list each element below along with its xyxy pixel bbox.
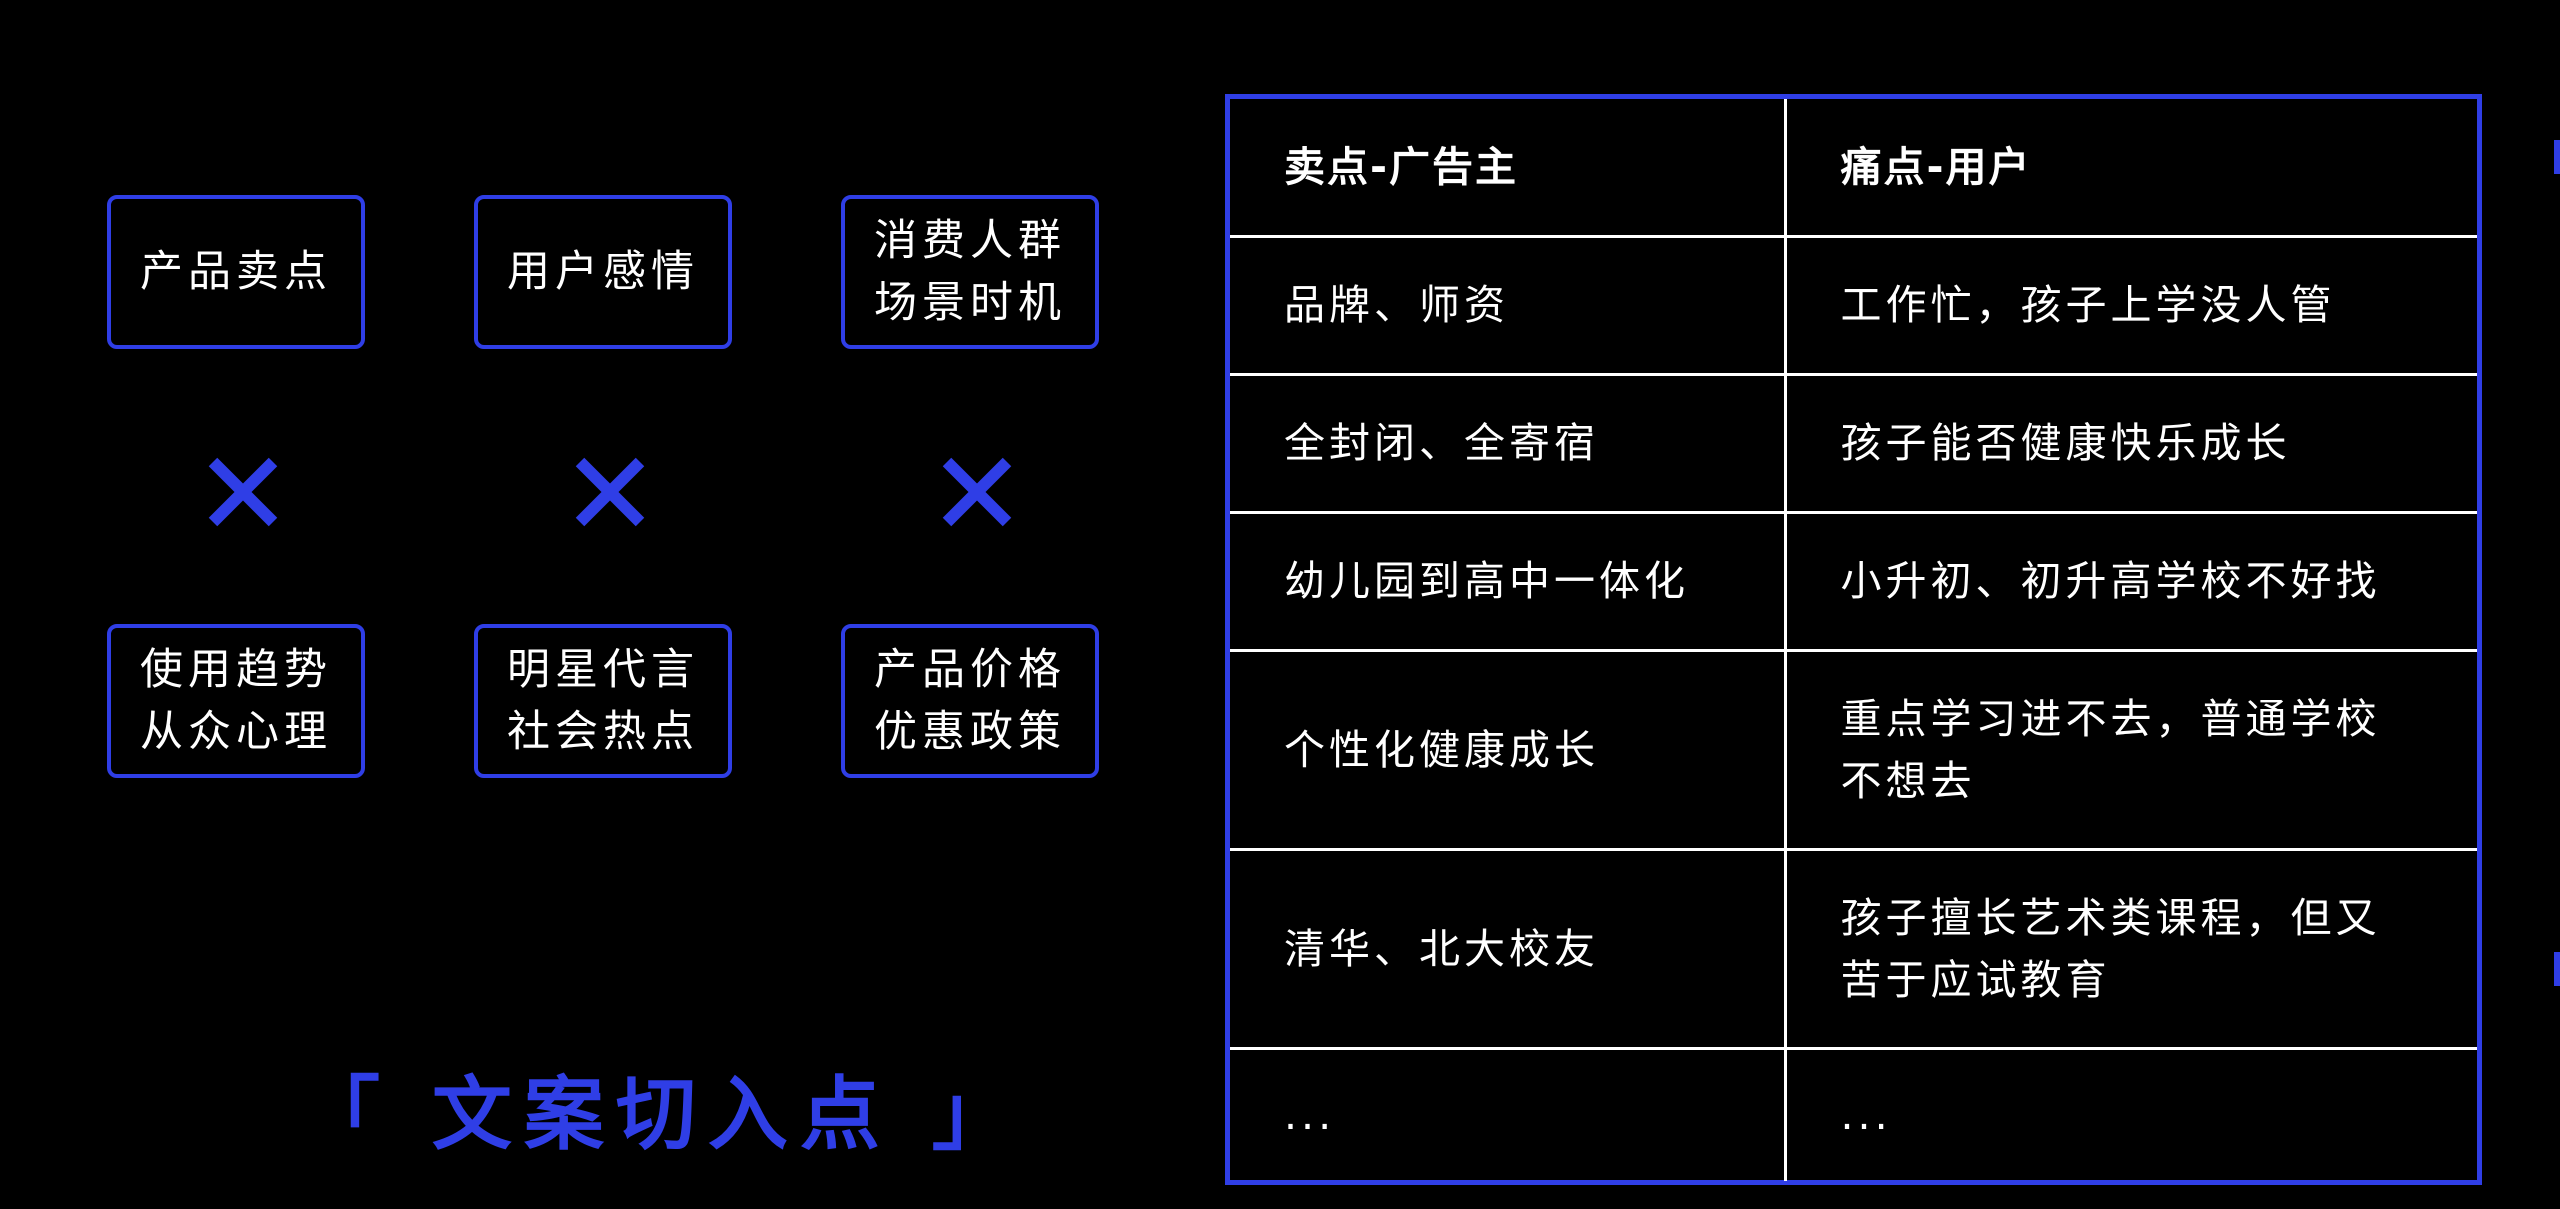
factor-box-product-selling-point: 产品卖点 xyxy=(107,195,365,349)
factor-text: 社会热点 xyxy=(507,707,699,757)
factor-box-user-emotion: 用户感情 xyxy=(474,195,732,349)
table-cell: 个性化健康成长 xyxy=(1230,648,1787,851)
table-cell: 孩子能否健康快乐成长 xyxy=(1783,372,2477,514)
table-cell: 孩子擅长艺术类课程，但又苦于应试教育 xyxy=(1783,847,2477,1050)
factor-text: 从众心理 xyxy=(140,707,332,757)
table-cell: 幼儿园到高中一体化 xyxy=(1230,510,1787,652)
factor-box-audience-scene: 消费人群 场景时机 xyxy=(841,195,1099,349)
table-header-row: 卖点-广告主 痛点-用户 xyxy=(1230,99,2477,238)
factor-text: 消费人群 xyxy=(874,216,1066,266)
factor-box-price-discount: 产品价格 优惠政策 xyxy=(841,624,1099,778)
table-row: 清华、北大校友 孩子擅长艺术类课程，但又苦于应试教育 xyxy=(1230,847,2477,1050)
table-cell: 工作忙，孩子上学没人管 xyxy=(1783,234,2477,376)
table-row: 个性化健康成长 重点学习进不去，普通学校不想去 xyxy=(1230,648,2477,851)
table-cell: ... xyxy=(1783,1046,2477,1181)
edge-mark xyxy=(2554,952,2560,986)
multiply-icon xyxy=(208,457,278,527)
table-cell: 小升初、初升高学校不好找 xyxy=(1783,510,2477,652)
table-row: ... ... xyxy=(1230,1046,2477,1181)
factor-text: 明星代言 xyxy=(507,645,699,695)
table-cell: 全封闭、全寄宿 xyxy=(1230,372,1787,514)
multiply-icon xyxy=(942,457,1012,527)
table-cell: 清华、北大校友 xyxy=(1230,847,1787,1050)
table-row: 幼儿园到高中一体化 小升初、初升高学校不好找 xyxy=(1230,510,2477,652)
multiply-icon xyxy=(575,457,645,527)
table-row: 全封闭、全寄宿 孩子能否健康快乐成长 xyxy=(1230,372,2477,514)
table-cell: 重点学习进不去，普通学校不想去 xyxy=(1783,648,2477,851)
column-header-selling-point: 卖点-广告主 xyxy=(1230,99,1787,238)
factor-box-celebrity-hotspot: 明星代言 社会热点 xyxy=(474,624,732,778)
factor-text: 场景时机 xyxy=(874,278,1066,328)
factor-text: 用户感情 xyxy=(507,247,699,297)
comparison-table: 卖点-广告主 痛点-用户 品牌、师资 工作忙，孩子上学没人管 全封闭、全寄宿 孩… xyxy=(1225,94,2482,1185)
column-header-pain-point: 痛点-用户 xyxy=(1783,99,2477,238)
table-row: 品牌、师资 工作忙，孩子上学没人管 xyxy=(1230,234,2477,376)
factor-box-trend-herd: 使用趋势 从众心理 xyxy=(107,624,365,778)
table-cell: 品牌、师资 xyxy=(1230,234,1787,376)
factor-text: 优惠政策 xyxy=(874,707,1066,757)
factor-text: 产品价格 xyxy=(874,645,1066,695)
factor-text: 产品卖点 xyxy=(140,247,332,297)
edge-mark xyxy=(2554,140,2560,174)
factor-text: 使用趋势 xyxy=(140,645,332,695)
diagram-caption: 「 文案切入点 」 xyxy=(300,1068,1024,1161)
table-cell: ... xyxy=(1230,1046,1787,1181)
